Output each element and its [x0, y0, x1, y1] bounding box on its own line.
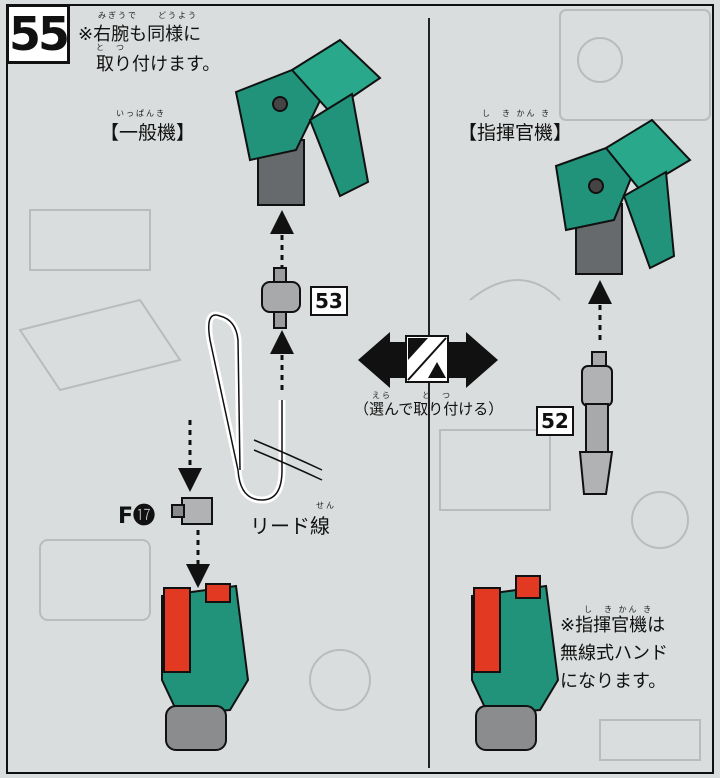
general-label-ruby: いっぱんき [116, 109, 166, 118]
choose-ruby: えら と つ [372, 391, 452, 400]
note-bottom-line1: ※指揮官機は [560, 615, 666, 636]
choose-caption: （選んで取り付ける） [354, 400, 504, 418]
note-bottom-line2: 無線式ハンド [560, 643, 668, 664]
note-top-ruby: みぎうで どうよう [98, 11, 198, 20]
page-frame [6, 4, 714, 774]
note-bottom-ruby: し き かん き [584, 605, 654, 614]
part-f17-connector [171, 497, 213, 525]
part-53-joint [261, 267, 301, 329]
part-53-label: 53 [310, 286, 348, 316]
section-divider [428, 18, 430, 768]
commander-label-ruby: し き かん き [482, 109, 552, 118]
step-number: 55 [6, 4, 70, 64]
lead-wire-label: リード線 [250, 514, 330, 538]
part-52-label: 52 [536, 406, 574, 436]
note-top-line2: 取り付けます。 [96, 54, 221, 75]
note-top-line1: ※右腕も同様に [78, 24, 202, 45]
note-bottom-line3: になります。 [560, 671, 667, 692]
note-bottom: ※指揮官機は 無線式ハンド になります。 [560, 612, 710, 696]
part-f17-label: F⓱ [118, 504, 156, 529]
left-forearm-part [161, 583, 250, 751]
lead-wire-ruby: せん [316, 501, 336, 510]
choose-icon [358, 332, 498, 388]
right-shoulder-part [554, 118, 692, 275]
commander-label: 【指揮官機】 [458, 122, 573, 144]
general-label: 【一般機】 [100, 122, 196, 144]
note-top-ruby2: と つ [96, 43, 126, 52]
right-forearm-part [471, 575, 560, 751]
left-shoulder-part [234, 38, 382, 206]
part-52-hand [578, 351, 614, 495]
